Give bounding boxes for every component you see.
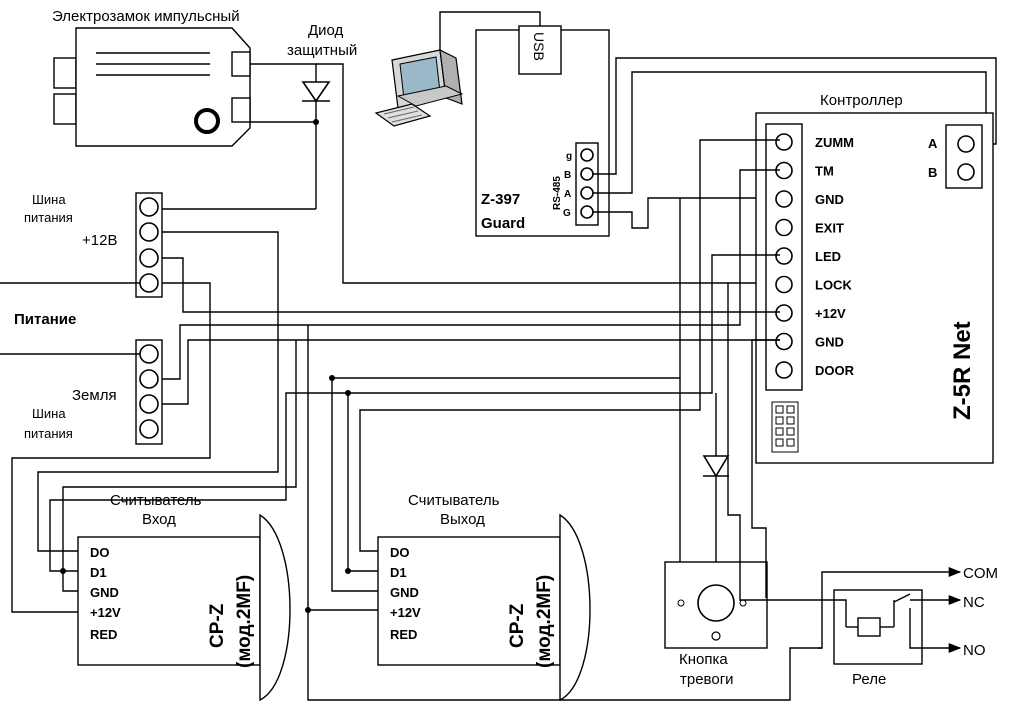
controller-z5r-net: Контроллер Z-5R Net A B ZUMM TM GND EXIT LED… (755, 92, 994, 464)
reader-entry: Считыватель Вход CP-Z (мод.2MF) DO D1 GN… (77, 492, 291, 702)
computer-icon (374, 48, 464, 127)
alarm-diode (702, 455, 730, 478)
ground-label: Земля (72, 387, 117, 404)
relay: Реле COM NC NO (833, 565, 998, 688)
controller-terminal-5 (775, 247, 793, 265)
reader-in-title1: Считыватель (110, 492, 202, 509)
electric-lock: Электрозамок импульсный (52, 8, 251, 147)
controller-terminal-label-7: +12V (815, 306, 846, 321)
reader-exit: Считыватель Выход CP-Z (мод.2MF) DO D1 G… (377, 492, 591, 702)
protective-diode: Диод защитный (287, 22, 357, 103)
reader-in-pin-red: RED (90, 627, 117, 642)
relay-label: Реле (852, 671, 886, 688)
reader-in-model2: (мод.2MF) (234, 575, 255, 668)
controller-terminal-label-4: EXIT (815, 221, 844, 236)
reader-out-title1: Считыватель (408, 492, 500, 509)
supply-label: Питание (14, 311, 76, 328)
converter-name: Z-397 (481, 191, 520, 208)
controller-terminal-1 (775, 133, 793, 151)
diode-label-line1: Диод (308, 22, 344, 39)
reader-out-pin-d1: D1 (390, 565, 407, 580)
usb-label: USB (531, 32, 547, 61)
controller-terminal-label-9: DOOR (815, 363, 855, 378)
terminal-label-b: B (928, 165, 937, 180)
converter-name2: Guard (481, 215, 525, 232)
reader-in-model1: CP-Z (207, 603, 228, 648)
key-icon (711, 631, 721, 641)
reader-in-title2: Вход (142, 511, 176, 528)
reader-out-pin-do: DO (390, 545, 410, 560)
reader-in-pin-do: DO (90, 545, 110, 560)
controller-terminal-label-1: ZUMM (815, 135, 854, 150)
alarm-label2: тревоги (680, 671, 734, 688)
relay-no: NO (963, 642, 986, 659)
reader-in-pin-12v: +12V (90, 605, 121, 620)
pin-a: A (564, 189, 571, 200)
controller-terminal-4 (775, 218, 793, 237)
controller-title: Контроллер (820, 92, 903, 109)
usb-connector (518, 25, 562, 75)
bus2-label-line2: питания (24, 426, 73, 441)
lock-label: Электрозамок импульсный (52, 8, 240, 25)
plus12-label: +12В (82, 232, 117, 249)
relay-coil (857, 617, 881, 637)
z397-converter: USB Z-397 Guard RS-485 g B A G (475, 25, 610, 237)
controller-terminal-8 (775, 332, 793, 351)
controller-terminal-7 (775, 304, 793, 322)
reader-out-pin-12v: +12V (390, 605, 421, 620)
controller-terminal-label-8: GND (815, 335, 844, 350)
controller-terminal-label-3: GND (815, 192, 844, 207)
controller-terminal-6 (775, 275, 793, 294)
reader-in-pin-gnd: GND (90, 585, 119, 600)
reader-out-pin-gnd: GND (390, 585, 419, 600)
power-bus-ground: Земля Шина питания (24, 339, 163, 445)
reader-in-pin-d1: D1 (90, 565, 107, 580)
alarm-label1: Кнопка (679, 651, 728, 668)
reader-out-model2: (мод.2MF) (534, 575, 555, 668)
controller-terminal-9 (775, 361, 793, 379)
alarm-button: Кнопка тревоги (664, 561, 768, 688)
terminal-label-a: A (928, 136, 938, 151)
bus2-label-line1: Шина (32, 406, 66, 421)
reader-out-model1: CP-Z (507, 603, 528, 648)
bus1-label-line2: питания (24, 210, 73, 225)
power-bus-plus: Шина питания +12В (24, 192, 163, 298)
controller-terminal-label-5: LED (815, 249, 841, 264)
reader-out-title2: Выход (440, 511, 485, 528)
diode-label-line2: защитный (287, 42, 357, 59)
bus1-label-line1: Шина (32, 192, 66, 207)
controller-terminal-label-2: TM (815, 164, 834, 179)
pin-b: B (564, 170, 571, 181)
lock-cylinder-icon (194, 108, 220, 134)
relay-nc: NC (963, 594, 985, 611)
reader-out-pin-red: RED (390, 627, 417, 642)
controller-terminal-3 (775, 190, 793, 208)
controller-terminal-label-6: LOCK (815, 278, 852, 293)
pin-g: g (566, 151, 572, 162)
pin-gnd: G (563, 208, 571, 219)
rs485-label: RS-485 (552, 176, 563, 210)
controller-name: Z-5R Net (949, 321, 976, 420)
relay-com: COM (963, 565, 998, 582)
